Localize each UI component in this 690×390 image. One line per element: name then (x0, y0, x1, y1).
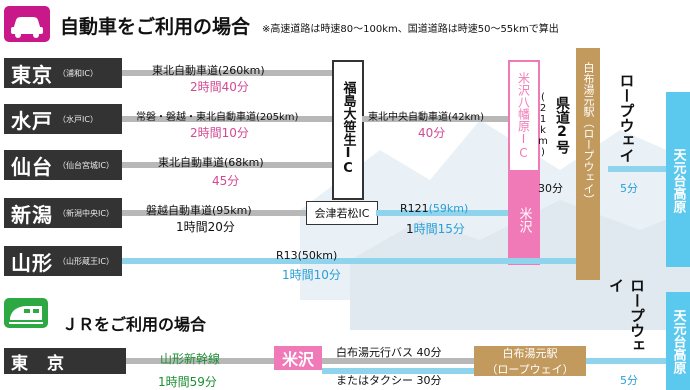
station-name: 白布湯元駅 (502, 347, 558, 360)
yonezawa-station: 米沢 (274, 346, 322, 370)
bus-line (322, 358, 474, 364)
shirabu-station-bar (576, 48, 600, 280)
road-name: R13(50km) (276, 249, 338, 262)
road-number: R121 (400, 202, 429, 215)
car-icon (4, 6, 50, 42)
ropeway-label-car: ロープウェイ (617, 72, 636, 163)
taxi-line (322, 368, 474, 374)
station-sub: （ロープウェイ） (486, 363, 574, 376)
city-name: 仙台 (11, 154, 53, 179)
taxi-info: またはタクシー 30分 (336, 374, 442, 387)
pref-road-dist: (21km) (537, 92, 549, 158)
tengendai-label-jr: 天元台高原 (670, 308, 686, 374)
ic-name: （新潟中央IC） (58, 208, 114, 218)
travel-time: 2時間10分 (190, 126, 249, 140)
yonezawa-hachimanbara-box (508, 60, 540, 172)
road-name: 東北自動車道(68km) (158, 156, 264, 169)
travel-time: 45分 (212, 174, 240, 188)
road-name: 東北自動車道(260km) (152, 64, 265, 77)
tengendai-bar-car (666, 92, 690, 267)
ic-name: （仙台宮城IC） (58, 160, 114, 170)
shirabu-station-jr: 白布湯元駅 （ロープウェイ） (474, 346, 586, 376)
city-name: 山形 (11, 250, 53, 275)
shinkansen-line (126, 358, 274, 364)
bus-info: 白布湯元行バス 40分 (336, 346, 442, 359)
time-rest: 時間15分 (413, 222, 465, 236)
travel-time: 2時間40分 (190, 80, 249, 94)
ic-name: （浦和IC） (58, 68, 98, 78)
travel-time: 1時間10分 (282, 268, 341, 282)
tengendai-label-car: 天元台高原 (670, 148, 686, 213)
road-name: 常磐・磐越・東北自動車道(205km) (136, 112, 299, 123)
aizu-wakamatsu-ic: 会津若松IC (306, 201, 378, 225)
yonezawa-label: 米沢 (516, 207, 532, 233)
route-line (122, 210, 306, 216)
travel-time-2: 1時間15分 (406, 220, 465, 237)
shinkansen-name: 山形新幹線 (160, 352, 221, 366)
ropeway-line-jr (586, 358, 666, 364)
route-line (122, 70, 332, 76)
city-name: 水戸 (11, 108, 53, 133)
time-5-car: 5分 (620, 182, 638, 195)
tengendai-bar-jr (666, 292, 690, 390)
route-line-2 (362, 116, 508, 122)
origin-sendai: 仙台 （仙台宮城IC） (4, 150, 122, 180)
yonezawa-hachimanbara-ic: 米沢八幡原IC (516, 72, 531, 160)
city-name: 東京 (11, 62, 53, 87)
city-name: 東 京 (11, 353, 65, 374)
fukushima-ic-label: 福島大笹生IC (340, 80, 356, 176)
jr-section-title: ＪＲをご利用の場合 (62, 315, 207, 334)
route-line (122, 258, 576, 264)
shirabu-station-car: 白布湯元駅（ロープウェイ） (582, 61, 595, 205)
ic-name: （水戸IC） (58, 114, 98, 124)
time-5-jr: 5分 (620, 374, 638, 387)
shinkansen-time: 1時間59分 (158, 375, 217, 389)
road-name-2: 東北中央自動車道(42km) (368, 112, 485, 123)
ic-name: （山形蔵王IC） (58, 256, 114, 266)
car-section-title: 自動車をご利用の場合 (60, 16, 251, 38)
time-hours: 1 (406, 222, 414, 236)
city-name: 新潟 (11, 202, 53, 227)
origin-mito: 水戸 （水戸IC） (4, 104, 122, 134)
route-line (122, 116, 332, 122)
road-name-2: R121(59km) (400, 202, 468, 215)
time-30-car: 30分 (538, 182, 563, 195)
travel-time-2: 40分 (418, 126, 446, 140)
road-distance: (59km) (428, 202, 469, 215)
route-line-2 (376, 210, 508, 216)
origin-niigata: 新潟 （新潟中央IC） (4, 198, 122, 228)
yonezawa-bar (508, 170, 540, 265)
origin-tokyo: 東京 （浦和IC） (4, 58, 122, 88)
ropeway-label-jr: ロープウェイ (607, 278, 646, 353)
route-line (122, 162, 332, 168)
origin-tokyo-jr: 東 京 (4, 348, 126, 374)
pref-road-label: 県道2号 (554, 96, 570, 154)
road-name: 磐越自動車道(95km) (146, 204, 252, 217)
travel-time: 1時間20分 (176, 220, 235, 234)
origin-yamagata: 山形 （山形蔵王IC） (4, 246, 122, 276)
train-icon (4, 298, 48, 328)
fukushima-ic-box (332, 60, 364, 200)
ropeway-line-car (608, 166, 666, 172)
speed-note: ※高速道路は時速80〜100km、国道道路は時速50〜55kmで算出 (262, 24, 559, 35)
